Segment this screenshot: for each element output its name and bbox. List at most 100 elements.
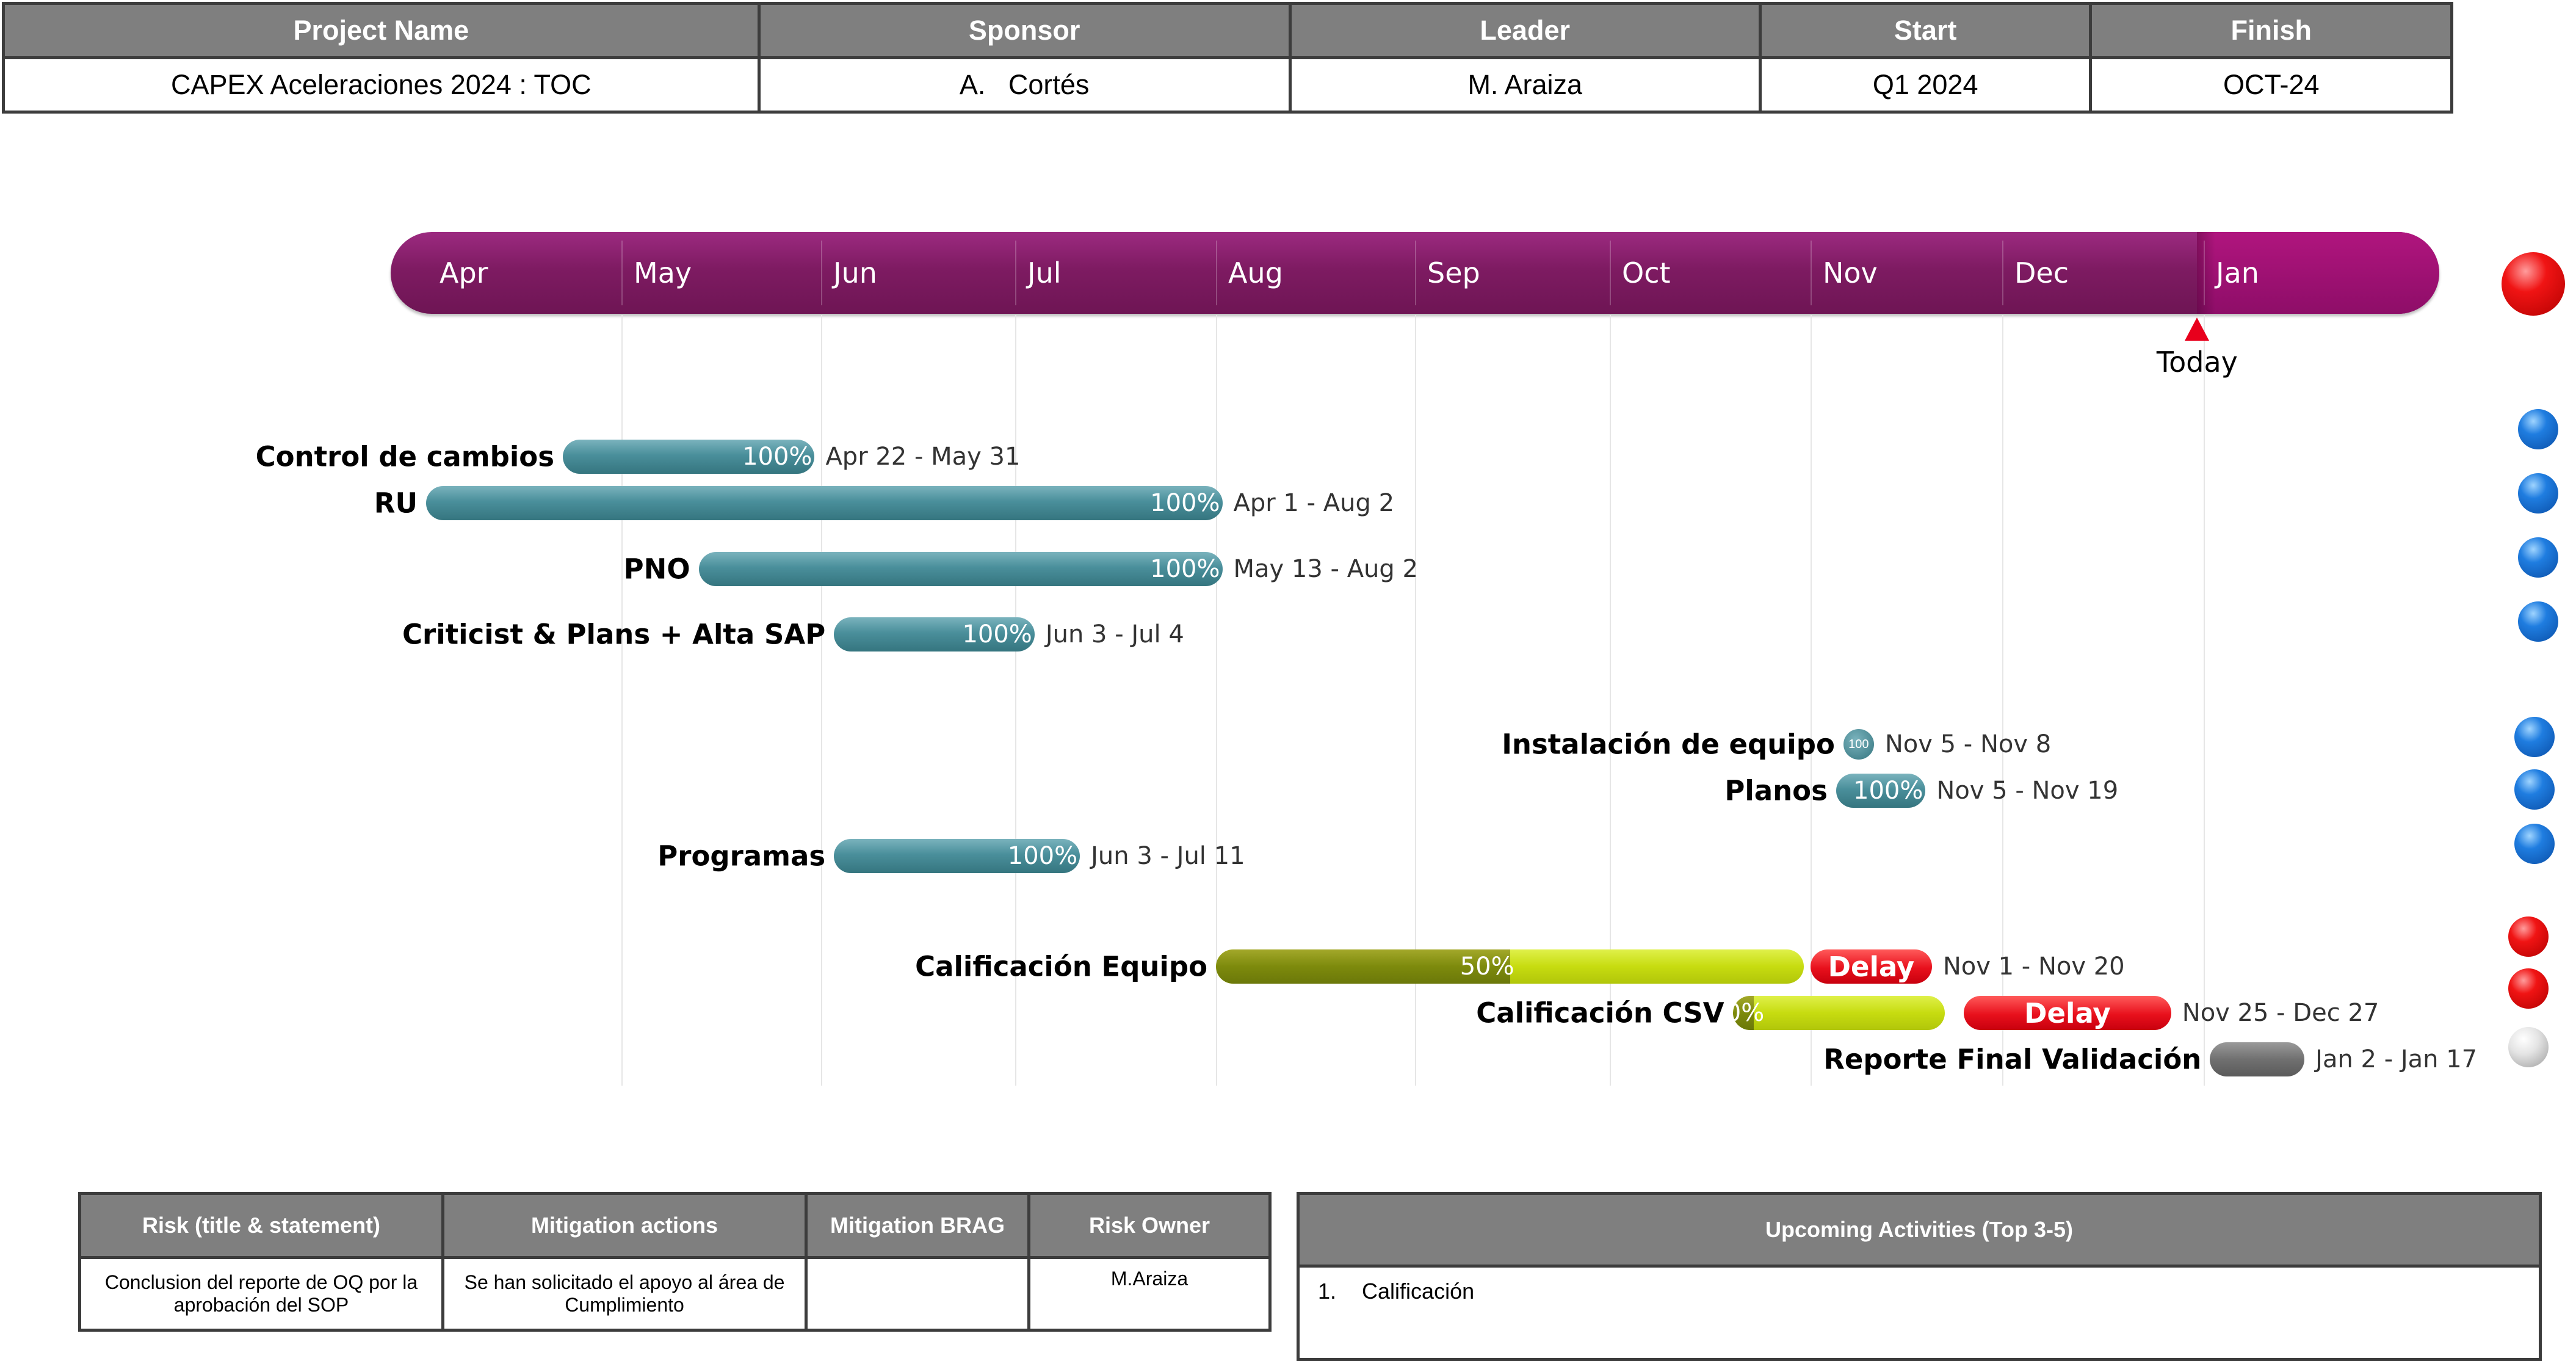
task-bar: 100%: [834, 617, 1035, 651]
month-gridline: [1811, 315, 1812, 1086]
task-label: RU: [374, 487, 418, 520]
finish-value: OCT-24: [2089, 56, 2453, 114]
task-label: Calificación CSV: [1476, 996, 1724, 1029]
month-label-jan: Jan: [2216, 256, 2259, 289]
month-gridline: [621, 315, 623, 1086]
project-header-table: Project Name Sponsor Leader Start Finish…: [2, 2, 2453, 114]
header-leader: Leader: [1288, 2, 1762, 59]
timeline-future-segment: [2197, 232, 2439, 314]
task-bar: 100%: [426, 486, 1223, 520]
task-date-range: May 13 - Aug 2: [1233, 555, 1418, 583]
risk-header-owner: Risk Owner: [1027, 1192, 1272, 1259]
month-label-aug: Aug: [1228, 256, 1283, 289]
upcoming-activities-list: 1. Calificación: [1300, 1268, 2539, 1358]
risk-statement: Conclusion del reporte de OQ por la apro…: [78, 1256, 444, 1332]
month-gridline: [821, 315, 822, 1086]
month-separator: [1216, 241, 1217, 305]
month-separator: [2002, 241, 2003, 305]
delay-badge: Delay: [1964, 996, 2171, 1030]
task-label: Programas: [657, 840, 826, 873]
task-label: Reporte Final Validación: [1823, 1043, 2202, 1076]
upcoming-activities-panel: Upcoming Activities (Top 3-5) 1. Calific…: [1297, 1192, 2542, 1361]
task-label: Control de cambios: [255, 440, 554, 473]
month-gridline: [1610, 315, 1611, 1086]
mitigation-action: Se han solicitado el apoyo al área de Cu…: [441, 1256, 808, 1332]
project-name-value: CAPEX Aceleraciones 2024 : TOC: [2, 56, 761, 114]
month-gridline: [2002, 315, 2003, 1086]
progress-label: 100%: [1150, 555, 1220, 583]
status-indicator-icon: [2508, 968, 2549, 1009]
month-label-apr: Apr: [440, 256, 488, 289]
progress-fill: [1216, 949, 1510, 984]
task-label: Instalación de equipo: [1502, 728, 1835, 761]
month-separator: [1610, 241, 1611, 305]
task-date-range: Nov 25 - Dec 27: [2182, 999, 2379, 1027]
task-label: Calificación Equipo: [915, 950, 1207, 983]
header-finish: Finish: [2089, 2, 2453, 59]
header-row: Project Name Sponsor Leader Start Finish: [2, 2, 2453, 59]
task-date-range: Jun 3 - Jul 11: [1091, 842, 1245, 870]
header-start: Start: [1758, 2, 2093, 59]
month-gridline: [1015, 315, 1016, 1086]
risk-header-row: Risk (title & statement) Mitigation acti…: [78, 1192, 1272, 1259]
task-bar: 50%: [1216, 949, 1804, 984]
status-indicator-icon: [2502, 252, 2565, 316]
list-item: Calificación: [1362, 1279, 1475, 1304]
task-bar: 100%: [834, 839, 1080, 873]
progress-label: 50%: [1460, 953, 1514, 981]
status-indicator-icon: [2518, 537, 2558, 578]
month-separator: [1415, 241, 1416, 305]
risk-owner: M.Araiza: [1027, 1256, 1272, 1332]
status-indicator-icon: [2514, 769, 2555, 810]
month-label-sep: Sep: [1427, 256, 1480, 289]
upcoming-activities-title: Upcoming Activities (Top 3-5): [1300, 1195, 2539, 1268]
risk-row: Conclusion del reporte de OQ por la apro…: [78, 1256, 1272, 1332]
risk-table: Risk (title & statement) Mitigation acti…: [78, 1192, 1272, 1332]
month-separator: [2204, 241, 2205, 305]
month-label-may: May: [634, 256, 692, 289]
month-separator: [1811, 241, 1812, 305]
today-marker-icon: [2185, 318, 2210, 341]
status-indicator-icon: [2508, 1027, 2549, 1067]
month-label-oct: Oct: [1622, 256, 1671, 289]
task-date-range: Apr 1 - Aug 2: [1233, 489, 1395, 517]
list-item-number: 1.: [1318, 1279, 1337, 1304]
task-bar: 100%: [1836, 774, 1926, 808]
header-project-name: Project Name: [2, 2, 761, 59]
brag-status-badge: AMBAR: [805, 1256, 1030, 1332]
task-date-range: Nov 5 - Nov 8: [1884, 730, 2052, 758]
risk-header-brag: Mitigation BRAG: [805, 1192, 1030, 1259]
risk-header-title: Risk (title & statement): [78, 1192, 444, 1259]
task-label: PNO: [623, 553, 690, 586]
delay-badge: Delay: [1811, 949, 1932, 984]
progress-label: 10%: [1732, 999, 1765, 1027]
timeline-today-shadow: [2197, 232, 2216, 314]
task-date-range: Jan 2 - Jan 17: [2315, 1045, 2478, 1073]
task-label: Planos: [1724, 774, 1828, 807]
status-indicator-icon: [2518, 409, 2558, 449]
task-date-range: Nov 1 - Nov 20: [1942, 953, 2125, 981]
month-separator: [621, 241, 623, 305]
task-bar: 100%: [698, 552, 1223, 586]
progress-label: 100%: [742, 443, 812, 471]
month-gridline: [2204, 315, 2205, 1086]
month-separator: [1015, 241, 1016, 305]
task-bar: [2210, 1042, 2305, 1076]
month-label-jun: Jun: [833, 256, 877, 289]
progress-label: 100%: [962, 620, 1032, 648]
task-bar: 100%: [563, 440, 815, 474]
sponsor-value: A. Cortés: [757, 56, 1292, 114]
progress-label: 100%: [1853, 777, 1923, 805]
start-value: Q1 2024: [1758, 56, 2093, 114]
month-label-nov: Nov: [1823, 256, 1878, 289]
month-label-jul: Jul: [1027, 256, 1062, 289]
month-gridline: [1415, 315, 1416, 1086]
task-bar: 100: [1843, 729, 1874, 760]
header-sponsor: Sponsor: [757, 2, 1292, 59]
task-label: Criticist & Plans + Alta SAP: [402, 618, 826, 651]
task-date-range: Jun 3 - Jul 4: [1045, 620, 1184, 648]
today-label: Today: [2156, 346, 2238, 379]
progress-label: 100%: [1007, 842, 1078, 870]
task-date-range: Apr 22 - May 31: [825, 443, 1021, 471]
